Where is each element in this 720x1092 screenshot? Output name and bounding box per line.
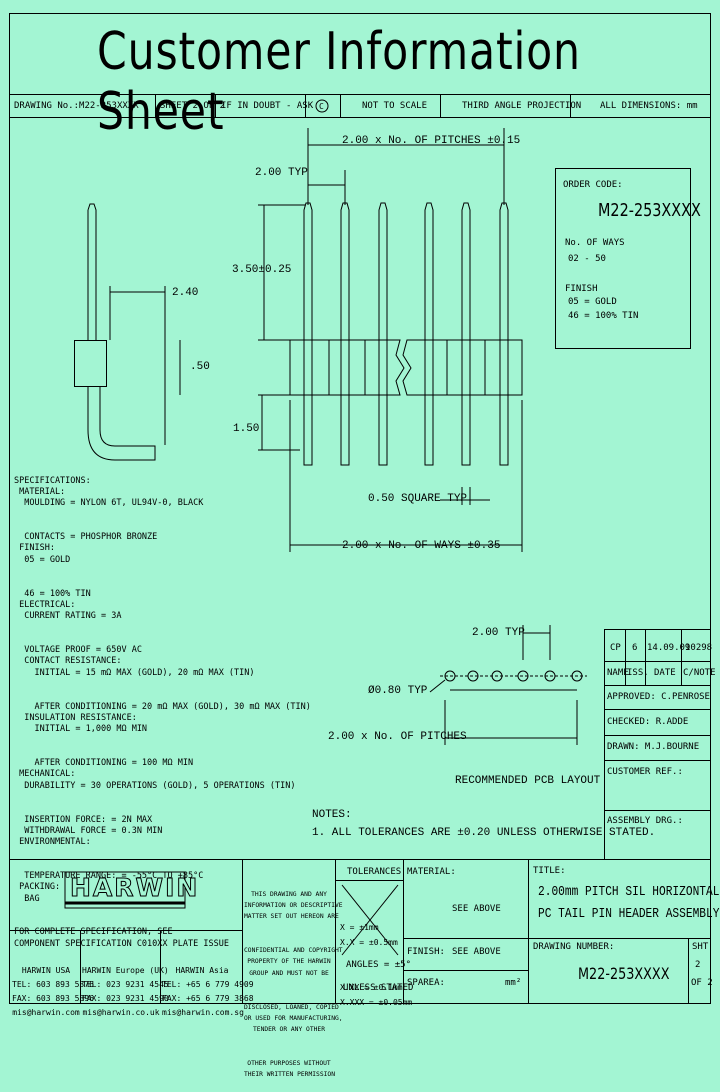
page-title: Customer Information Sheet xyxy=(97,22,581,142)
side-pin xyxy=(87,203,97,340)
projection-note: THIRD ANGLE PROJECTION xyxy=(462,101,582,111)
dim-typ: 2.00 TYP xyxy=(255,167,308,179)
sheet-value: 2 xyxy=(695,960,701,970)
rev-h-date: DATE xyxy=(654,668,676,678)
dim-pcb-pitches: 2.00 x No. OF PITCHES xyxy=(328,731,467,743)
rev-drawn: DRAWN: M.J.BOURNE xyxy=(607,742,700,752)
ways-label: No. OF WAYS xyxy=(565,238,625,248)
sparea-label: SPAREA: xyxy=(407,978,445,988)
sparea-value: mm² xyxy=(505,978,522,988)
specifications: SPECIFICATIONS: MATERIAL: MOULDING = NYL… xyxy=(14,475,311,949)
finish-tb-value: SEE ABOVE xyxy=(452,947,501,957)
finish-label: FINISH xyxy=(565,284,598,294)
rev-approved: APPROVED: C.PENROSE xyxy=(607,692,710,702)
angles: ANGLES = ±5° xyxy=(346,960,412,970)
rev-date: 14.09.09 xyxy=(647,643,691,653)
title-line-1: 2.00mm PITCH SIL HORIZONTAL xyxy=(538,884,720,900)
order-code-label: ORDER CODE: xyxy=(563,180,623,190)
finish-gold: 05 = GOLD xyxy=(568,297,617,307)
sheet-header: SHEET 2 OF 2 xyxy=(160,101,226,111)
dim-square: 0.50 SQUARE TYP xyxy=(368,493,468,505)
rev-h-iss: ISS. xyxy=(627,668,649,678)
sheet-border xyxy=(9,13,711,1004)
tolerances-label: TOLERANCES xyxy=(347,867,402,877)
dim-pitches: 2.00 x No. OF PITCHES ±0.15 xyxy=(342,135,521,147)
dim-150: 1.50 xyxy=(233,423,260,435)
drawing-canvas xyxy=(9,13,711,1004)
housing-left xyxy=(289,339,405,396)
material-label: MATERIAL: xyxy=(407,867,456,877)
dim-050: .50 xyxy=(190,361,210,373)
pcb-layout-label: RECOMMENDED PCB LAYOUT xyxy=(455,775,601,787)
rev-cp: CP xyxy=(610,643,621,653)
scale-note: NOT TO SCALE xyxy=(362,101,428,111)
copyright-icon: C xyxy=(319,102,324,111)
rev-iss: 6 xyxy=(632,643,638,653)
dim-240: 2.40 xyxy=(172,287,199,299)
finish-tb-label: FINISH: xyxy=(407,947,445,957)
dimensions-unit: ALL DIMENSIONS: mm xyxy=(600,101,698,111)
housing-right xyxy=(402,339,523,396)
harwin-logo: HARWIN xyxy=(69,873,200,902)
rev-h-cn: C/NOTE xyxy=(683,668,716,678)
drawing-number-header: DRAWING No.:M22-253XXXX xyxy=(14,101,139,111)
rev-customer-ref: CUSTOMER REF.: xyxy=(607,767,683,777)
ways-range: 02 - 50 xyxy=(568,254,606,264)
order-code: M22-253XXXX xyxy=(598,200,701,221)
of-label: OF 2 xyxy=(691,978,713,988)
drawing-number-label: DRAWING NUMBER: xyxy=(533,942,615,952)
rev-assembly-drg: ASSEMBLY DRG.: xyxy=(607,816,683,826)
rev-checked: CHECKED: R.ADDE xyxy=(607,717,689,727)
dim-hole: Ø0.80 TYP xyxy=(368,685,428,697)
rev-cn: 10298 xyxy=(685,643,713,653)
drawing-number: M22-253XXXX xyxy=(578,964,670,983)
order-code-box xyxy=(555,168,691,349)
material-value: SEE ABOVE xyxy=(452,904,501,914)
sheet-label: SHT xyxy=(692,942,709,952)
title-line-2: PC TAIL PIN HEADER ASSEMBLY xyxy=(538,906,720,922)
dim-height-350: 3.50±0.25 xyxy=(232,264,292,276)
dim-pcb-typ: 2.00 TYP xyxy=(472,627,525,639)
notes-heading: NOTES: xyxy=(312,809,352,821)
finish-tin: 46 = 100% TIN xyxy=(568,311,639,321)
title-label: TITLE: xyxy=(533,866,566,876)
dim-ways: 2.00 x No. OF WAYS ±0.35 xyxy=(342,540,501,552)
note-1: 1. ALL TOLERANCES ARE ±0.20 UNLESS OTHER… xyxy=(312,827,656,839)
if-in-doubt: IF IN DOUBT - ASK xyxy=(221,101,314,111)
rev-h-name: NAME xyxy=(607,668,629,678)
front-pins xyxy=(303,202,509,466)
unless-stated: UNLESS STATED xyxy=(343,983,414,993)
